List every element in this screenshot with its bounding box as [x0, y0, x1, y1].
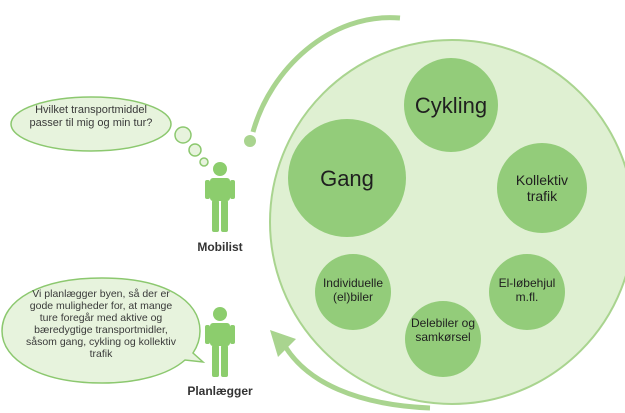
circle-shared	[405, 301, 481, 377]
mode-label-cycling: Cykling	[414, 93, 488, 118]
planner-person-icon	[205, 307, 235, 377]
circle-e-scooter	[489, 254, 565, 330]
question-bubble	[10, 96, 172, 152]
circle-cycling	[404, 58, 498, 152]
circle-walking	[288, 119, 406, 237]
arrow-top-dot	[244, 135, 256, 147]
circle-individual-cars	[315, 254, 391, 330]
arrow-bottom	[279, 339, 431, 411]
mobilist-label: Mobilist	[197, 240, 243, 254]
planner-bubble	[1, 277, 206, 384]
mode-label-public-transit: Kollektiv trafik	[515, 172, 569, 205]
planner-label: Planlægger	[187, 384, 253, 398]
mode-label-individual-cars: Individuelle (el)biler	[322, 276, 384, 304]
thought-dot-small	[199, 157, 209, 167]
circle-public-transit	[497, 143, 587, 233]
mode-label-shared: Delebiler og samkørsel	[410, 316, 476, 344]
mode-label-walking: Gang	[320, 166, 374, 191]
mobilist-person-icon	[205, 162, 235, 232]
planner-text: Vi planlægger byen, så der er gode mulig…	[26, 288, 176, 361]
question-text: Hvilket transportmiddel passer til mig o…	[29, 104, 153, 129]
arrow-bottom-head	[270, 330, 296, 357]
thought-dot-large	[174, 126, 192, 144]
arrow-top	[250, 15, 401, 133]
mode-label-e-scooter: El-løbehjul m.fl.	[498, 276, 556, 304]
thought-dot-medium	[188, 143, 202, 157]
